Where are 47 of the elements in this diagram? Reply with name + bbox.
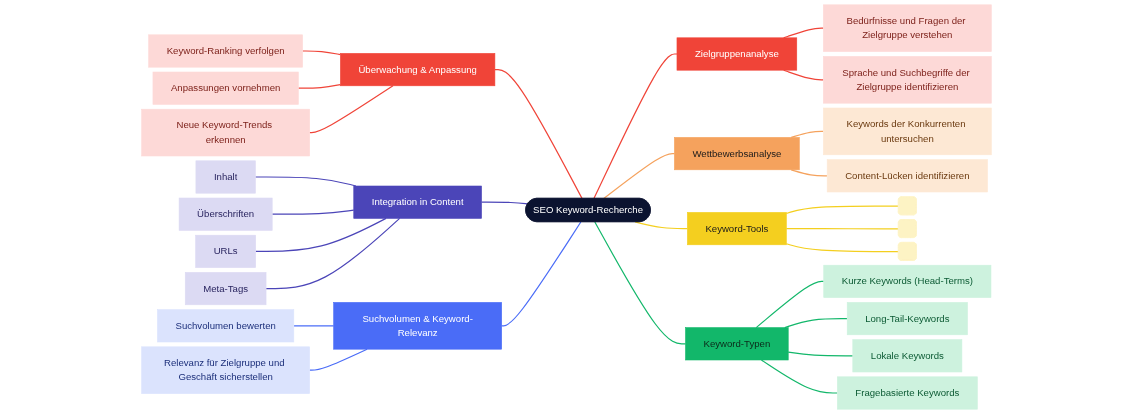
connector xyxy=(760,359,838,394)
node-box: Keyword-Typen xyxy=(685,327,789,361)
node-box: Keyword-Ranking verfolgen xyxy=(148,34,303,68)
node-box: Suchvolumen bewerten xyxy=(157,309,295,343)
connector xyxy=(265,217,401,290)
connector xyxy=(297,83,341,89)
connector xyxy=(785,243,900,253)
connector xyxy=(603,153,675,200)
node-box: Anpassungen vornehmen xyxy=(152,71,299,105)
node-box: URLs xyxy=(195,234,256,268)
node-box: Neue Keyword-Trends erkennen xyxy=(141,108,310,157)
node-box: Keywords der Konkurrenten untersuchen xyxy=(823,107,992,156)
node-box: Suchvolumen & Keyword-Relevanz xyxy=(333,302,502,350)
connector xyxy=(787,351,854,357)
connector xyxy=(255,217,387,252)
node-box: Keyword-Tools xyxy=(687,212,787,246)
connector xyxy=(309,348,368,371)
node-box: Long-Tail-Keywords xyxy=(846,302,968,336)
node-box: Meta-Tags xyxy=(184,272,267,306)
node-box: Integration in Content xyxy=(353,185,482,219)
connector xyxy=(293,325,335,327)
connector xyxy=(755,280,825,329)
connector xyxy=(784,318,848,329)
connector xyxy=(785,205,900,215)
connector xyxy=(494,69,583,200)
node-box: Wettbewerbsanalyse xyxy=(674,137,800,171)
connector xyxy=(309,85,394,134)
node-box: Relevanz für Zielgruppe und Geschäft sicherstellen xyxy=(141,346,310,394)
node-box: Content-Lücken identifizieren xyxy=(826,159,988,193)
connector xyxy=(302,50,341,56)
node-box: Sprache und Suchbegriffe der Zielgruppe identifizieren xyxy=(823,56,992,104)
connector xyxy=(501,221,582,327)
connector xyxy=(594,221,687,345)
node-box: Lokale Keywords xyxy=(852,339,963,373)
connector xyxy=(790,169,828,177)
connector xyxy=(593,53,678,200)
connector xyxy=(634,221,688,230)
node-box: Zielgruppenanalyse xyxy=(676,37,798,71)
node-box: Überwachung & Anpassung xyxy=(340,53,496,87)
node-box: Kurze Keywords (Head-Terms) xyxy=(823,264,992,298)
node-box: Inhalt xyxy=(195,160,256,194)
connector xyxy=(271,209,355,215)
node-box: Bedürfnisse und Fragen der Zielgruppe verstehen xyxy=(823,4,992,52)
node-box: Überschriften xyxy=(178,197,273,231)
node-box: Fragebasierte Keywords xyxy=(837,376,978,410)
connector xyxy=(785,228,900,230)
connector xyxy=(480,201,529,205)
